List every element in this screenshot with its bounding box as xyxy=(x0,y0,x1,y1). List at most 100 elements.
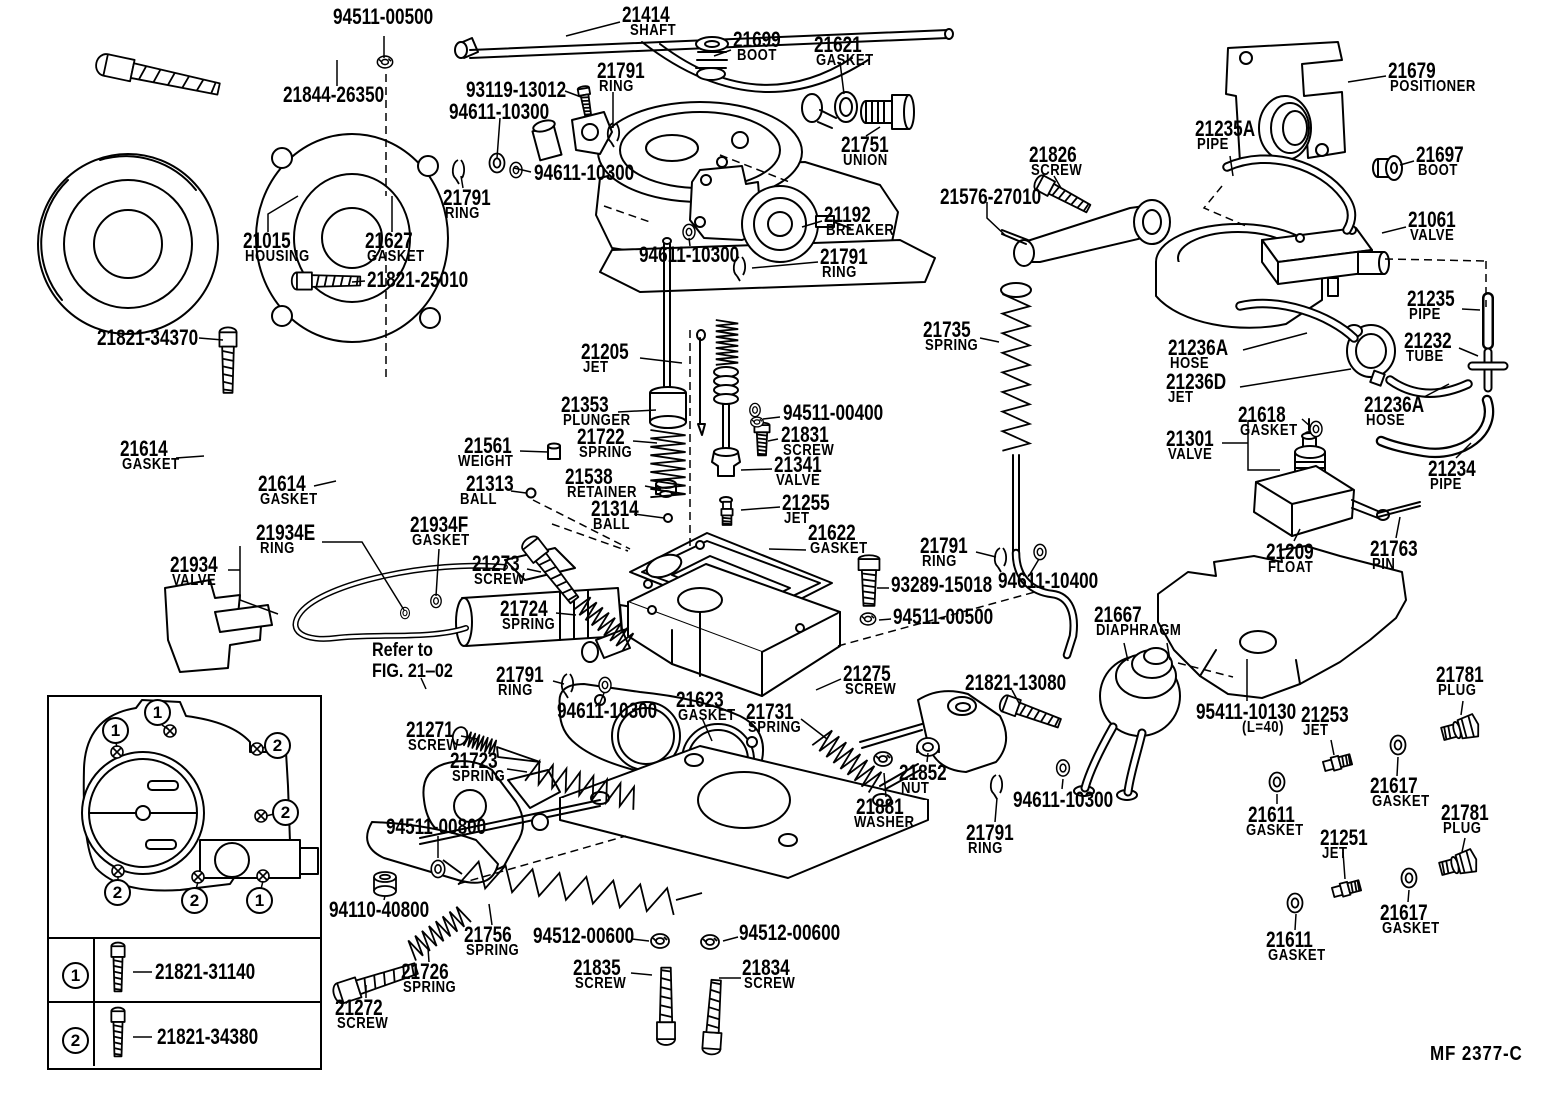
part-number: 21881 xyxy=(856,794,904,819)
part-number: 21781 xyxy=(1436,662,1484,687)
part-number: 21255 xyxy=(782,490,830,515)
part-descriptor: HOUSING xyxy=(245,248,310,265)
part-number: 21835 xyxy=(573,955,621,980)
part-descriptor: SCREW xyxy=(337,1015,389,1032)
throttle-positioner xyxy=(1225,41,1403,181)
fasteners xyxy=(92,50,1483,1058)
part-number: 93289-15018 xyxy=(891,572,993,597)
part-number: 21611 xyxy=(1266,927,1313,952)
part-number: 94611-10300 xyxy=(534,160,635,185)
part-number: 21763 xyxy=(1370,536,1418,561)
part-number: 21791 xyxy=(966,820,1014,845)
part-number: 21272 xyxy=(335,995,383,1020)
part-descriptor: HOSE xyxy=(1170,355,1210,372)
part-descriptor: JET xyxy=(583,359,609,376)
part-number: 21236A xyxy=(1364,392,1425,417)
part-descriptor: RING xyxy=(968,840,1003,857)
part-number: 94611-10400 xyxy=(998,568,1099,593)
refer-note: Refer to FIG. 21‒02 xyxy=(372,640,453,682)
part-descriptor: JET xyxy=(784,510,810,527)
part-number: 21934F xyxy=(410,512,469,537)
inset-throttle-body-view xyxy=(81,699,319,892)
part-label: 21576-27010 xyxy=(940,184,1070,209)
part-descriptor: SCREW xyxy=(783,442,835,459)
part-number: 21821-13080 xyxy=(965,670,1067,695)
part-descriptor: RING xyxy=(260,540,295,557)
part-descriptor: SCREW xyxy=(575,975,627,992)
part-label: 94611-10300 xyxy=(557,700,685,722)
part-number: 21236D xyxy=(1166,369,1227,394)
part-descriptor: SCREW xyxy=(845,681,897,698)
part-descriptor: GASKET xyxy=(816,52,874,69)
part-number: 21614 xyxy=(120,436,168,461)
part-descriptor: VALVE xyxy=(776,472,821,489)
part-descriptor: VALVE xyxy=(172,572,217,589)
inset-divider-2 xyxy=(47,1001,320,1003)
part-number: 21236A xyxy=(1168,335,1229,360)
part-number: 21751 xyxy=(841,132,889,157)
part-number: 94511-00500 xyxy=(893,604,994,629)
part-descriptor: RING xyxy=(445,205,480,222)
part-number: 21251 xyxy=(1320,825,1368,850)
part-number: 21618 xyxy=(1238,402,1286,427)
power-valve-column xyxy=(711,366,741,504)
part-descriptor: (L=40) xyxy=(1242,719,1284,736)
figure-code: MF 2377-C xyxy=(1430,1043,1523,1065)
part-number: 21576-27010 xyxy=(940,184,1042,209)
legend-symbol-1: 1 xyxy=(62,962,89,989)
part-number: 21756 xyxy=(464,922,512,947)
part-number: 94611-10300 xyxy=(639,242,740,267)
part-number: 21821-34370 xyxy=(97,325,199,350)
part-number: 21621 xyxy=(814,32,862,57)
part-descriptor: BOOT xyxy=(737,47,777,64)
part-label: 94512-00600 xyxy=(533,925,663,947)
refer-note-line1: Refer to xyxy=(372,640,434,661)
metering-jet-column xyxy=(525,237,706,523)
part-descriptor: NUT xyxy=(901,780,930,797)
part-label: 94511-00800 xyxy=(386,816,514,838)
part-label: 93119-13012 xyxy=(466,79,594,101)
part-number: 21414 xyxy=(622,2,670,27)
springs xyxy=(402,294,1030,962)
part-descriptor: RING xyxy=(822,264,857,281)
part-number: 21791 xyxy=(820,244,868,269)
inset-callout: 1 xyxy=(102,717,129,744)
part-number: 94512-00600 xyxy=(739,920,841,945)
alignment-dashes xyxy=(385,74,1487,885)
part-number: 21253 xyxy=(1301,702,1349,727)
part-number: 21726 xyxy=(401,959,449,984)
part-number: 21821-25010 xyxy=(367,267,469,292)
part-descriptor: JET xyxy=(1303,722,1329,739)
part-descriptor: SCREW xyxy=(744,975,796,992)
part-descriptor: BREAKER xyxy=(826,222,895,239)
part-number: 21731 xyxy=(746,699,794,724)
part-descriptor: BALL xyxy=(460,491,497,508)
part-number: 21617 xyxy=(1370,773,1418,798)
part-number: 21826 xyxy=(1029,142,1077,167)
part-number: 21791 xyxy=(920,533,968,558)
part-number: 21699 xyxy=(733,27,781,52)
